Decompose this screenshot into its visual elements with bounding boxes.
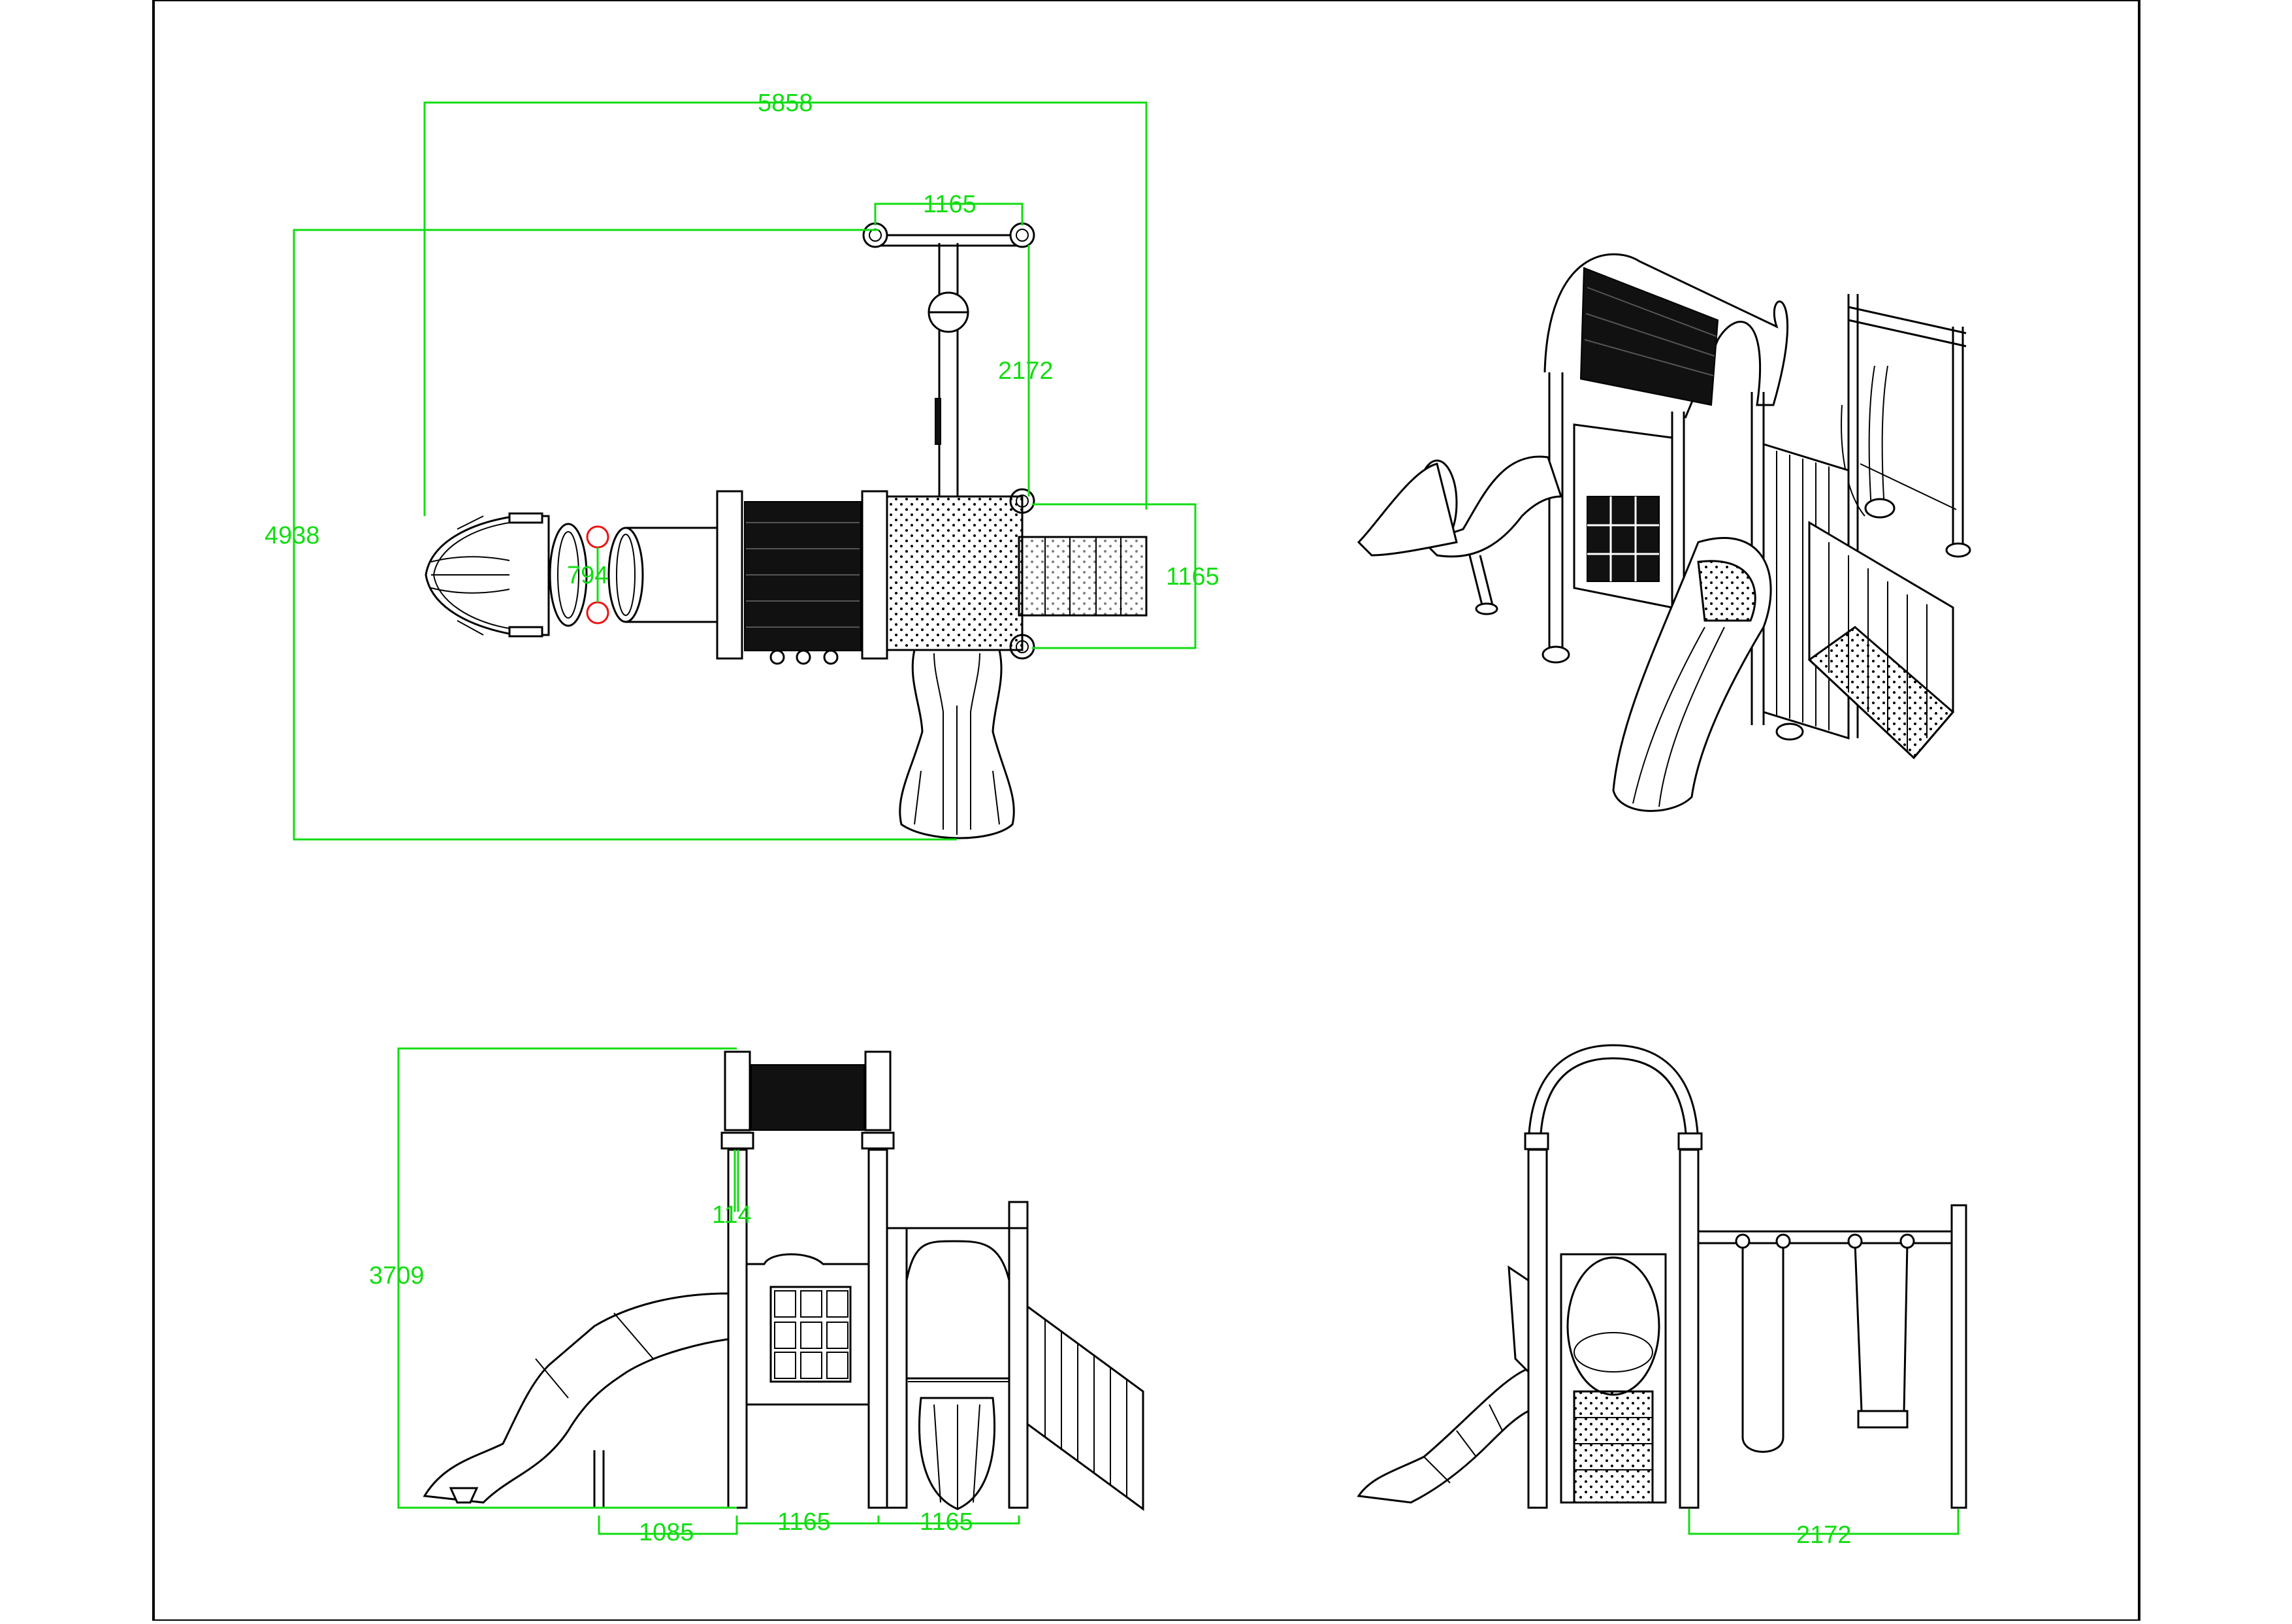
side-view <box>423 1050 1144 1511</box>
dim-slide-offset: 1085 <box>639 1519 694 1546</box>
dim-post-spacing-1: 1165 <box>777 1508 831 1536</box>
top-view <box>425 222 1148 839</box>
perspective-view <box>1357 253 1971 812</box>
top-view-dimensions: 5858 4938 1165 2172 1165 794 <box>265 89 1219 841</box>
front-view <box>1357 1044 1967 1509</box>
side-view-dimensions: 3709 114 1085 1165 1165 <box>369 1047 1020 1546</box>
dim-roof-gap: 114 <box>712 1201 752 1229</box>
dim-overall-height: 3709 <box>369 1262 425 1290</box>
front-view-dimensions: 2172 <box>1688 1509 1960 1549</box>
dim-swing-frame-length: 2172 <box>998 357 1054 385</box>
dim-swing-post-spacing: 1165 <box>923 191 977 218</box>
dim-tube-diameter: 794 <box>567 562 608 589</box>
dim-swing-width: 2172 <box>1796 1521 1852 1549</box>
dim-post-spacing-2: 1165 <box>920 1508 973 1536</box>
dim-deck-width: 1165 <box>1166 563 1219 591</box>
dim-overall-depth: 4938 <box>265 522 320 549</box>
dim-overall-width: 5858 <box>758 89 813 117</box>
